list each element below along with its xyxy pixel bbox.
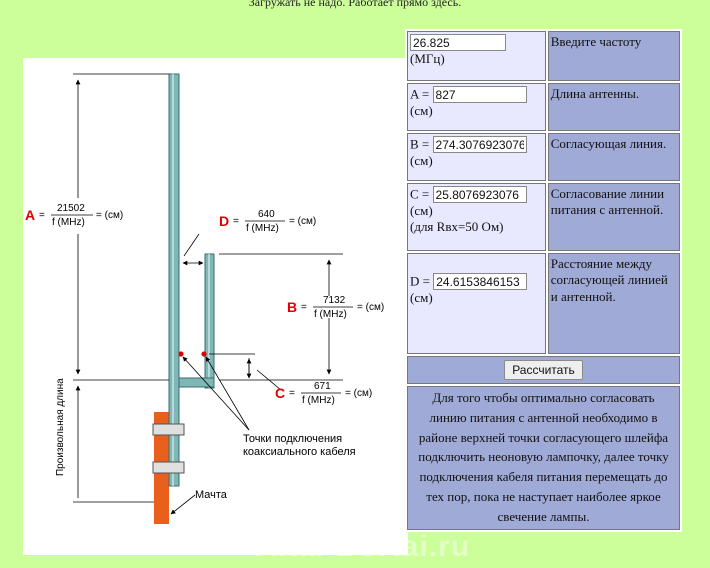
freq-desc: Введите частоту bbox=[550, 34, 642, 49]
formula-c-den: f (MHz) bbox=[302, 395, 335, 406]
watermark: Altai-Bortai.ru bbox=[255, 530, 471, 563]
c-unit: (см) bbox=[410, 203, 433, 218]
b-label: B = bbox=[410, 136, 430, 152]
formula-d-den: f (MHz) bbox=[246, 223, 279, 234]
b-desc: Согласующая линия. bbox=[550, 136, 667, 151]
clamp-top bbox=[152, 423, 185, 436]
a-unit: (см) bbox=[410, 103, 433, 118]
feed-point-left bbox=[178, 351, 184, 357]
button-cell: Рассчитать bbox=[405, 354, 682, 386]
feed-point-right bbox=[201, 351, 207, 357]
formula-b-letter: B bbox=[287, 299, 297, 315]
a-output[interactable] bbox=[432, 86, 527, 103]
formula-a-tail: = (см) bbox=[96, 210, 123, 221]
antenna-element bbox=[168, 73, 180, 487]
formula-b-tail: = (см) bbox=[357, 302, 384, 313]
c-note: (для Rвх=50 Ом) bbox=[410, 219, 504, 235]
clamp-bottom bbox=[152, 461, 185, 474]
c-desc-cell: Согласование линии питания с антенной. bbox=[545, 181, 683, 253]
frequency-input[interactable] bbox=[410, 34, 506, 51]
formula-b-eq: = bbox=[301, 302, 307, 313]
top-note: Загружать не надо. Работает прямо здесь. bbox=[248, 0, 462, 9]
formula-d-tail: = (см) bbox=[289, 216, 316, 227]
b-cell: B = (см) bbox=[405, 131, 548, 183]
d-desc: Расстояние между согласующей линией и ан… bbox=[550, 256, 668, 304]
formula-a-letter: A bbox=[25, 207, 35, 223]
antenna-diagram: A = 21502 f (MHz) = (см) D = 640 f (MHz)… bbox=[23, 58, 408, 555]
shorting-bar bbox=[178, 377, 215, 388]
c-desc: Согласование линии питания с антенной. bbox=[550, 186, 665, 218]
a-desc-cell: Длина антенны. bbox=[545, 81, 683, 133]
info-cell: Для того чтобы оптимально согласовать ли… bbox=[405, 383, 682, 533]
c-output[interactable] bbox=[432, 186, 527, 203]
b-unit: (см) bbox=[410, 153, 433, 168]
formula-c-tail: = (см) bbox=[345, 388, 372, 399]
a-desc: Длина антенны. bbox=[550, 86, 640, 101]
d-label: D = bbox=[410, 273, 430, 289]
d-desc-cell: Расстояние между согласующей линией и ан… bbox=[545, 251, 683, 356]
b-desc-cell: Согласующая линия. bbox=[545, 131, 683, 183]
arbitrary-length-label: Произвольная длина bbox=[55, 378, 66, 476]
formula-c-eq: = bbox=[289, 388, 295, 399]
freq-desc-cell: Введите частоту bbox=[545, 29, 683, 83]
formula-c-num: 671 bbox=[314, 381, 331, 392]
formula-c-letter: C bbox=[275, 385, 285, 401]
formula-d-letter: D bbox=[219, 213, 229, 229]
feed-points-label-2: коаксиального кабеля bbox=[243, 446, 356, 458]
formula-a-num: 21502 bbox=[57, 203, 85, 214]
formula-b-num: 7132 bbox=[323, 295, 346, 306]
d-cell: D = (см) bbox=[405, 251, 548, 356]
c-label: C = bbox=[410, 186, 430, 202]
freq-unit: (МГц) bbox=[410, 51, 445, 66]
formula-a-den: f (MHz) bbox=[52, 217, 85, 228]
formula-b-den: f (MHz) bbox=[314, 309, 347, 320]
formula-d-num: 640 bbox=[258, 209, 275, 220]
freq-cell: (МГц) bbox=[405, 29, 548, 83]
formula-a-eq: = bbox=[39, 210, 45, 221]
calculate-button[interactable]: Рассчитать bbox=[504, 360, 583, 380]
info-text: Для того чтобы оптимально согласовать ли… bbox=[418, 390, 669, 524]
d-output[interactable] bbox=[433, 273, 528, 290]
mast-label: Мачта bbox=[195, 489, 228, 501]
formula-d-eq: = bbox=[233, 216, 239, 227]
a-label: A = bbox=[410, 86, 430, 102]
b-output[interactable] bbox=[432, 136, 527, 153]
c-cell: C = (см) (для Rвх=50 Ом) bbox=[405, 181, 548, 253]
feed-points-label-1: Точки подключения bbox=[243, 433, 342, 445]
calculator-table: (МГц) Введите частоту A = (см) Длина ант… bbox=[405, 29, 683, 533]
d-unit: (см) bbox=[410, 290, 433, 305]
a-cell: A = (см) bbox=[405, 81, 548, 133]
